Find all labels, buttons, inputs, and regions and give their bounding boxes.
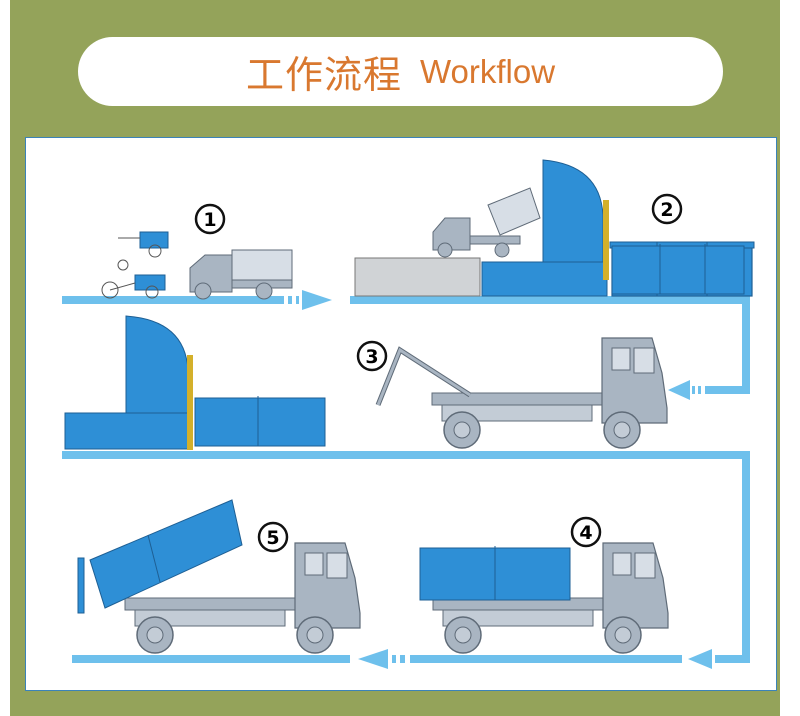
arrow-left-icon <box>358 649 388 669</box>
arrow-right-icon <box>302 290 332 310</box>
step-number: 2 <box>660 199 673 221</box>
step-badge <box>257 521 289 553</box>
title-banner: 工作流程 Workflow <box>78 37 723 106</box>
step-3-illustration <box>375 337 668 449</box>
step-number: 4 <box>579 522 592 544</box>
step-badge <box>356 340 388 372</box>
title-chinese: 工作流程 <box>245 53 402 97</box>
step-number: 1 <box>203 209 216 231</box>
step-4-illustration <box>419 542 669 654</box>
step-number: 3 <box>365 346 378 368</box>
step-number: 5 <box>266 527 279 549</box>
arrow-left-icon <box>668 380 690 400</box>
step-2-illustration <box>354 159 755 297</box>
step-1-illustration <box>101 231 293 300</box>
arrow-left-icon <box>688 649 712 669</box>
flow-path <box>62 290 750 669</box>
transfer-station-illustration <box>64 315 326 450</box>
step-5-illustration <box>77 499 361 654</box>
step-badge <box>651 193 683 225</box>
title-english: Workflow <box>419 52 556 90</box>
step-badge <box>194 203 226 235</box>
step-badge <box>570 516 602 548</box>
